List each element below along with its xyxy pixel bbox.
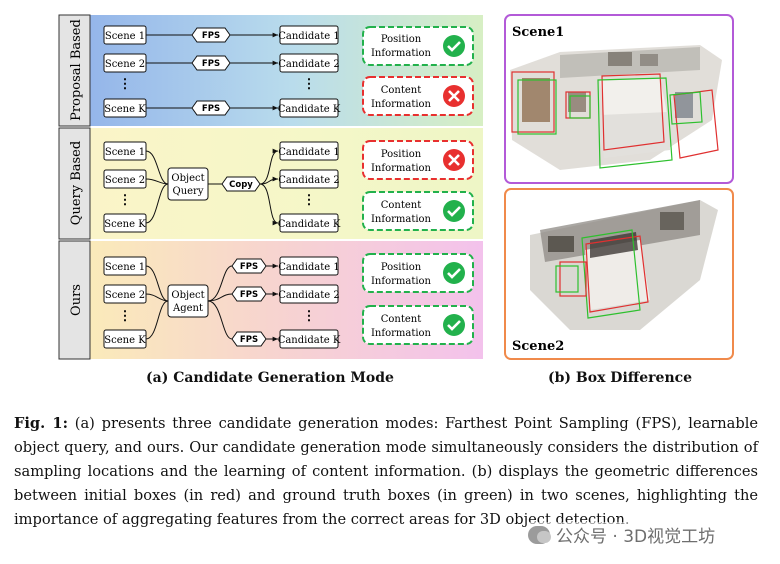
info-label: Position [381,34,422,45]
scene-label: Scene K [104,104,146,115]
candidate-box [279,98,339,118]
fps-label: FPS [240,335,258,345]
copy-label: Copy [229,180,253,190]
scene1-panel: Scene1 [504,14,734,184]
scene2-panel: Scene2 [504,188,734,360]
row-query: Scene 1 Scene 2 ⋮ Scene K Object Query C… [103,140,474,233]
candidate-box [279,256,339,276]
row-ours: Scene 1 Scene 2 ⋮ Scene K Object Agent F… [103,253,474,349]
candidate-box [279,169,339,189]
scene-label: Scene 1 [105,147,145,158]
check-icon [443,262,465,284]
candidate-label: Candidate 2 [278,175,340,186]
scene1-label: Scene1 [512,25,564,40]
position-info-box [362,140,474,180]
cross-icon [443,85,465,107]
content-info-box [362,305,474,345]
scene-ellipsis: ⋮ [119,309,132,324]
info-label: Information [371,163,432,174]
check-icon [443,35,465,57]
scene1-boxes [511,71,719,169]
check-icon [443,314,465,336]
object-query-label: Query [173,186,204,197]
candidate-box [279,329,339,349]
info-label: Information [371,48,432,59]
object-agent-label: Agent [172,303,203,314]
candidate-box [279,53,339,73]
candidate-label: Candidate 1 [278,147,340,158]
candidate-label: Candidate 2 [278,290,340,301]
row-label-proposal: Proposal Based [69,19,84,121]
candidate-label: Candidate K [278,335,341,346]
content-info-box [362,76,474,116]
figure-caption: Fig. 1: (a) presents three candidate gen… [14,412,758,532]
scene-ellipsis: ⋮ [119,193,132,208]
subcaption-a: (a) Candidate Generation Mode [146,370,394,386]
fps-label: FPS [202,31,220,41]
scene-ellipsis: ⋮ [119,77,132,92]
position-info-box [362,253,474,293]
info-label: Content [381,314,422,325]
info-label: Position [381,262,422,273]
scene-label: Scene 2 [105,59,145,70]
candidate-box [279,141,339,161]
info-label: Information [371,214,432,225]
fps-label: FPS [240,290,258,300]
scene1-pointcloud [510,45,722,170]
fps-label: FPS [202,104,220,114]
watermark: 公众号 · 3D视觉工坊 [528,522,716,547]
candidate-label: Candidate K [278,104,341,115]
figure-1: Proposal Based Query Based Ours Scene 1 … [58,14,734,360]
scene2-pointcloud [530,200,718,330]
info-label: Position [381,149,422,160]
scene-label: Scene 2 [105,290,145,301]
fps-label: FPS [202,59,220,69]
cross-icon [443,149,465,171]
candidate-label: Candidate K [278,219,341,230]
watermark-text: 公众号 · 3D视觉工坊 [556,527,716,547]
wechat-icon [528,525,551,544]
candidate-box [279,25,339,45]
check-icon [443,200,465,222]
candidate-ellipsis: ⋮ [303,77,316,92]
candidate-label: Candidate 1 [278,262,340,273]
candidate-ellipsis: ⋮ [303,309,316,324]
row-proposal: Scene 1 Scene 2 ⋮ Scene K FPS FPS FPS Ca… [103,25,474,118]
position-info-box [362,26,474,66]
info-label: Information [371,328,432,339]
info-label: Information [371,276,432,287]
object-query-label: Object [171,173,204,184]
scene2-label: Scene2 [512,339,564,354]
row-label-column: Proposal Based Query Based Ours [58,14,91,360]
candidate-label: Candidate 2 [278,59,340,70]
info-label: Content [381,200,422,211]
scene-label: Scene K [104,219,146,230]
candidate-box [279,213,339,233]
subcaption-b: (b) Box Difference [548,370,693,386]
info-label: Content [381,85,422,96]
row-label-ours: Ours [69,284,84,316]
candidate-label: Candidate 1 [278,31,340,42]
content-info-box [362,191,474,231]
scene2-boxes [555,229,649,319]
candidate-ellipsis: ⋮ [303,193,316,208]
caption-text: (a) presents three candidate generation … [14,415,758,528]
scene-label: Scene 1 [105,31,145,42]
scene-label: Scene K [104,335,146,346]
object-agent-label: Object [171,290,204,301]
fps-label: FPS [240,262,258,272]
caption-label: Fig. 1: [14,415,68,432]
info-label: Information [371,99,432,110]
candidate-box [279,284,339,304]
scene-label: Scene 1 [105,262,145,273]
scene-label: Scene 2 [105,175,145,186]
row-label-query: Query Based [69,141,84,225]
